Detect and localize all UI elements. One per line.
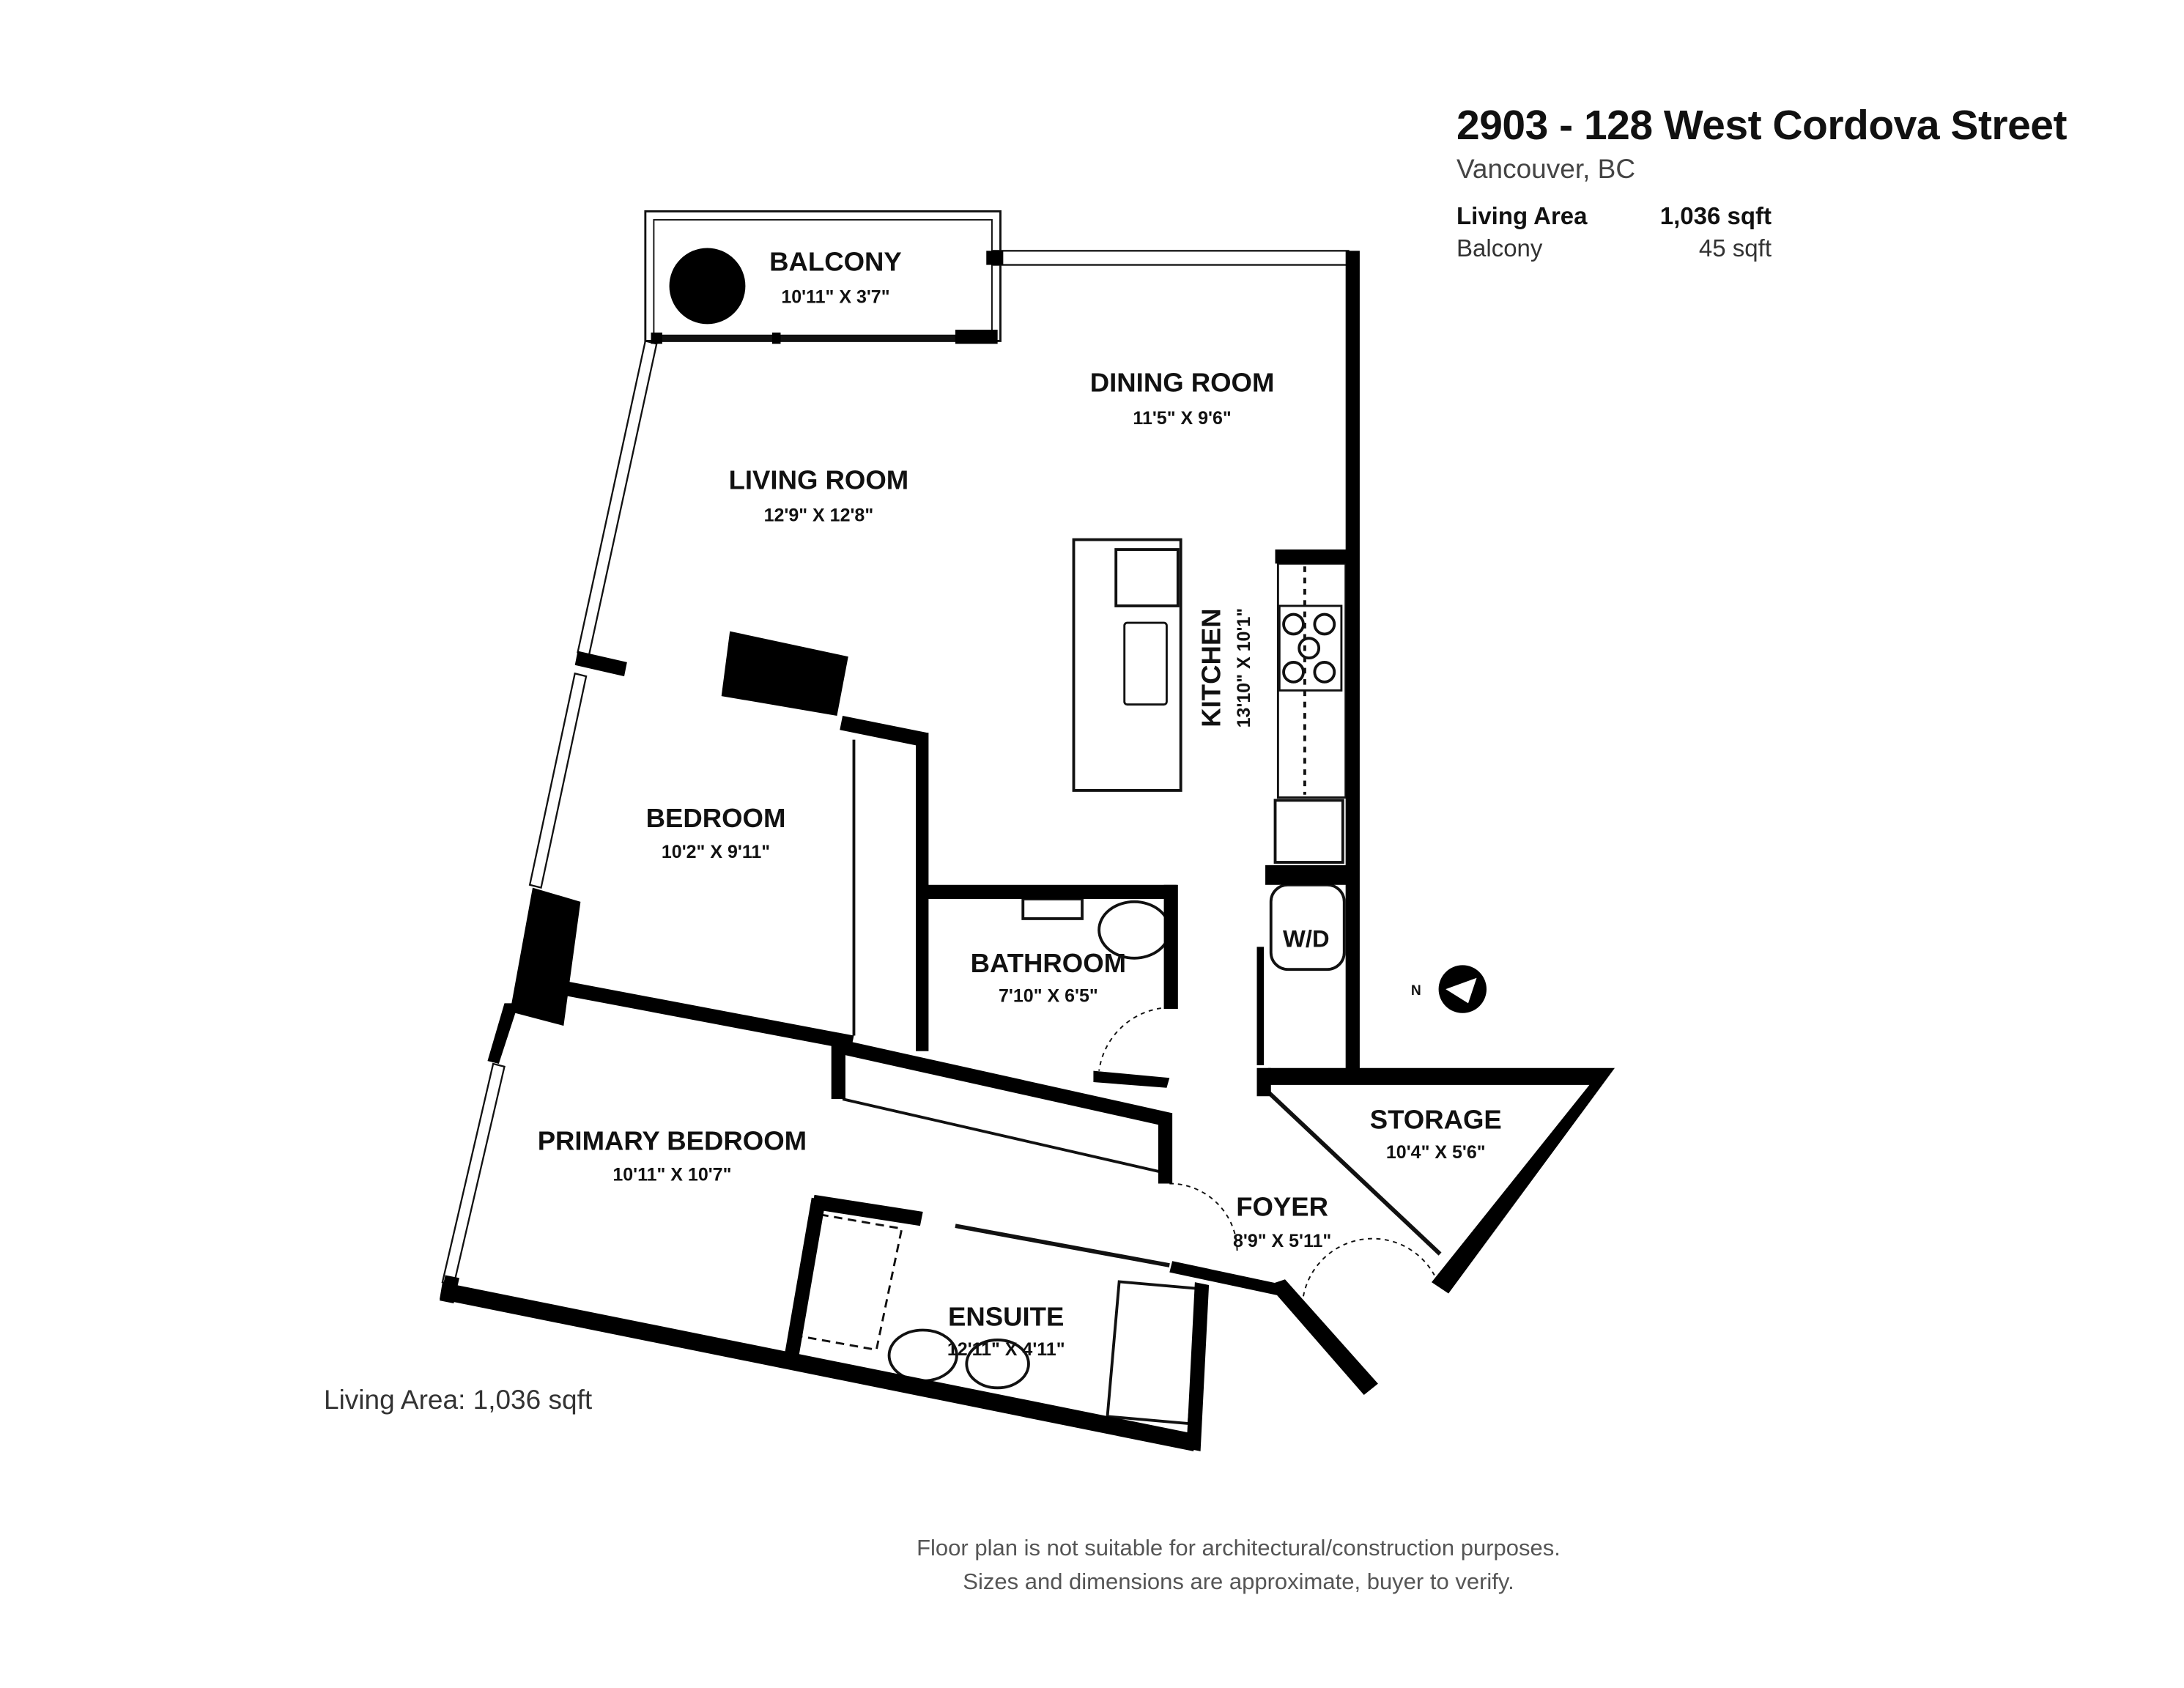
room-name-balcony: BALCONY <box>769 246 902 276</box>
window <box>577 340 658 656</box>
room-name-bathroom: BATHROOM <box>971 948 1126 978</box>
room-dims-balcony: 10'11" X 3'7" <box>781 286 889 307</box>
storage-wall <box>1267 1067 1615 1294</box>
window <box>441 1062 506 1287</box>
disclaimer-line-1: Floor plan is not suitable for architect… <box>917 1535 1561 1561</box>
room-dims-bedroom: 10'2" X 9'11" <box>662 842 770 862</box>
room-dims-dining: 11'5" X 9'6" <box>1133 408 1231 429</box>
area-row-balcony: Balcony 45 sqft <box>1456 234 1772 262</box>
room-name-living: LIVING ROOM <box>729 464 909 495</box>
room-dims-kitchen: 13'10" X 10'1" <box>1234 608 1254 728</box>
room-name-bedroom: BEDROOM <box>646 803 786 833</box>
listing-city: Vancouver, BC <box>1456 154 1636 184</box>
room-dims-foyer: 8'9" X 5'11" <box>1233 1231 1331 1251</box>
planter <box>669 248 746 325</box>
room-dims-bathroom: 7'10" X 6'5" <box>999 985 1098 1006</box>
window <box>528 672 588 889</box>
north-label: N <box>1411 983 1421 999</box>
listing-title: 2903 - 128 West Cordova Street <box>1456 102 2068 149</box>
window <box>992 250 1350 266</box>
area-label: Balcony <box>1456 234 1543 262</box>
room-name-foyer: FOYER <box>1236 1192 1328 1222</box>
room-name-storage: STORAGE <box>1370 1104 1502 1134</box>
disclaimer: Floor plan is not suitable for architect… <box>147 1531 2184 1599</box>
area-value: 1,036 sqft <box>1659 202 1772 229</box>
disclaimer-line-2: Sizes and dimensions are approximate, bu… <box>963 1569 1514 1594</box>
wall <box>1345 251 1360 1071</box>
area-value: 45 sqft <box>1698 234 1772 262</box>
area-row-living: Living Area 1,036 sqft <box>1456 202 1772 230</box>
room-name-primary: PRIMARY BEDROOM <box>538 1125 807 1155</box>
room-dims-primary: 10'11" X 10'7" <box>612 1165 731 1185</box>
living-area-footnote: Living Area: 1,036 sqft <box>324 1385 593 1415</box>
room-name-dining: DINING ROOM <box>1090 368 1275 398</box>
room-name-kitchen: KITCHEN <box>1196 608 1226 727</box>
area-label: Living Area <box>1456 202 1588 229</box>
room-name-ensuite: ENSUITE <box>948 1302 1064 1332</box>
bathtub <box>1106 1280 1202 1426</box>
kitchen-island <box>1072 538 1182 792</box>
listing-header: 2903 - 128 West Cordova Street Vancouver… <box>1456 101 2068 262</box>
washer-dryer-label: W/D <box>1283 925 1330 952</box>
room-dims-living: 12'9" X 12'8" <box>764 506 874 526</box>
room-dims-storage: 10'4" X 5'6" <box>1386 1142 1486 1163</box>
room-dims-ensuite: 12'11" X 4'11" <box>947 1339 1065 1360</box>
